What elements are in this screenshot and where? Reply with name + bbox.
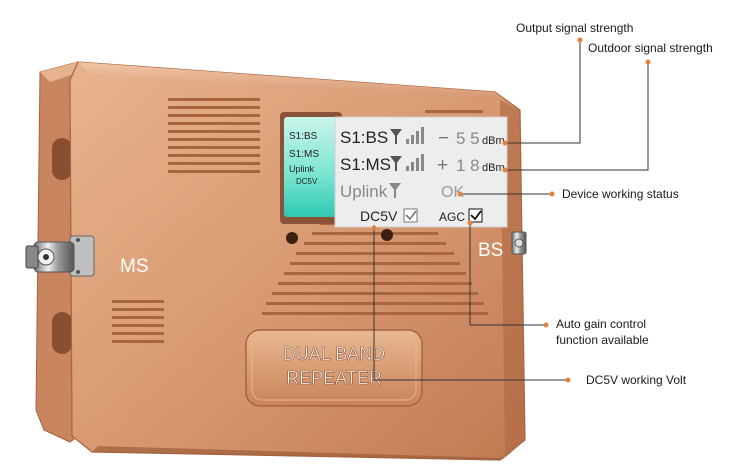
antenna-icon-mast [395, 163, 397, 171]
callout-output-signal: Output signal strength [516, 21, 634, 35]
leader-dot [502, 167, 508, 173]
leader-lines [373, 40, 649, 381]
zoom-row2-value: 1 8 [456, 156, 480, 175]
small-lcd-line-2: S1:MS [289, 149, 319, 160]
vent-lower-left [112, 300, 164, 343]
leader-dot [577, 37, 583, 43]
leader-dc5v [373, 225, 568, 381]
zoom-row1-label: S1:BS [340, 128, 388, 147]
agc-checkbox-icon [468, 208, 483, 223]
bs-connector [511, 231, 527, 255]
led-dc5v [286, 232, 298, 244]
ms-connector [25, 235, 95, 277]
leader-dots [371, 37, 651, 383]
signal-bars-icon [406, 127, 424, 144]
port-label-bs: BS [478, 240, 503, 261]
antenna-icon [390, 129, 402, 137]
bracket-slot [52, 312, 72, 354]
leader-outdoor-signal [505, 62, 649, 171]
leader-output-signal [505, 40, 581, 144]
leader-dot [645, 59, 651, 65]
bracket-slot [52, 138, 72, 180]
callout-agc-line-1: Auto gain control [556, 317, 647, 331]
small-lcd-line-4: DC5V [296, 177, 318, 186]
nameplate-line-1: DUAL BAND [283, 344, 385, 364]
lcd-zoom-panel: S1:BS − 5 5 dBm S1:MS + 1 8 dBm Uplink O… [334, 116, 508, 228]
zoom-row1-sign: − [438, 128, 449, 149]
callout-dc5v: DC5V working Volt [586, 373, 687, 387]
small-lcd-line-1: S1:BS [289, 131, 318, 142]
zoom-row2-unit: dBm [482, 162, 505, 174]
antenna-icon-mast [395, 136, 397, 144]
zoom-row1-unit: dBm [482, 135, 505, 147]
callout-agc-line-2: function available [556, 333, 649, 347]
antenna-icon [389, 183, 401, 191]
led-agc [381, 229, 393, 241]
leader-dot [565, 377, 571, 383]
callout-device-status: Device working status [562, 187, 679, 201]
leader-dot [457, 191, 463, 197]
signal-bars-icon [406, 154, 424, 171]
leader-dot [502, 140, 508, 146]
nameplate-line-2: REPEATER [286, 368, 382, 388]
vent-left [168, 98, 260, 173]
device-lcd: S1:BS S1:MS Uplink DC5V [280, 112, 342, 224]
leader-dot [467, 220, 473, 226]
zoom-row2-sign: + [437, 155, 448, 176]
callout-outdoor-signal: Outdoor signal strength [588, 41, 713, 55]
leader-dot [549, 191, 555, 197]
zoom-row4-agc: AGC [439, 210, 465, 224]
port-label-ms: MS [120, 256, 149, 277]
zoom-row3-status: OK [441, 184, 464, 201]
zoom-row3-label: Uplink [340, 182, 388, 201]
leader-dot [371, 225, 377, 231]
vent-center-trapezoid [262, 222, 488, 315]
zoom-row4-dc: DC5V [360, 208, 398, 224]
small-lcd-line-3: Uplink [289, 164, 315, 174]
leader-dot [543, 322, 549, 328]
antenna-icon-mast [394, 190, 396, 198]
dc5v-checkbox-icon [403, 208, 418, 223]
zoom-row2-label: S1:MS [340, 155, 391, 174]
nameplate: DUAL BAND REPEATER [245, 329, 423, 407]
zoom-row1-value: 5 5 [456, 129, 480, 148]
leader-agc [469, 223, 546, 326]
antenna-icon [390, 156, 402, 164]
